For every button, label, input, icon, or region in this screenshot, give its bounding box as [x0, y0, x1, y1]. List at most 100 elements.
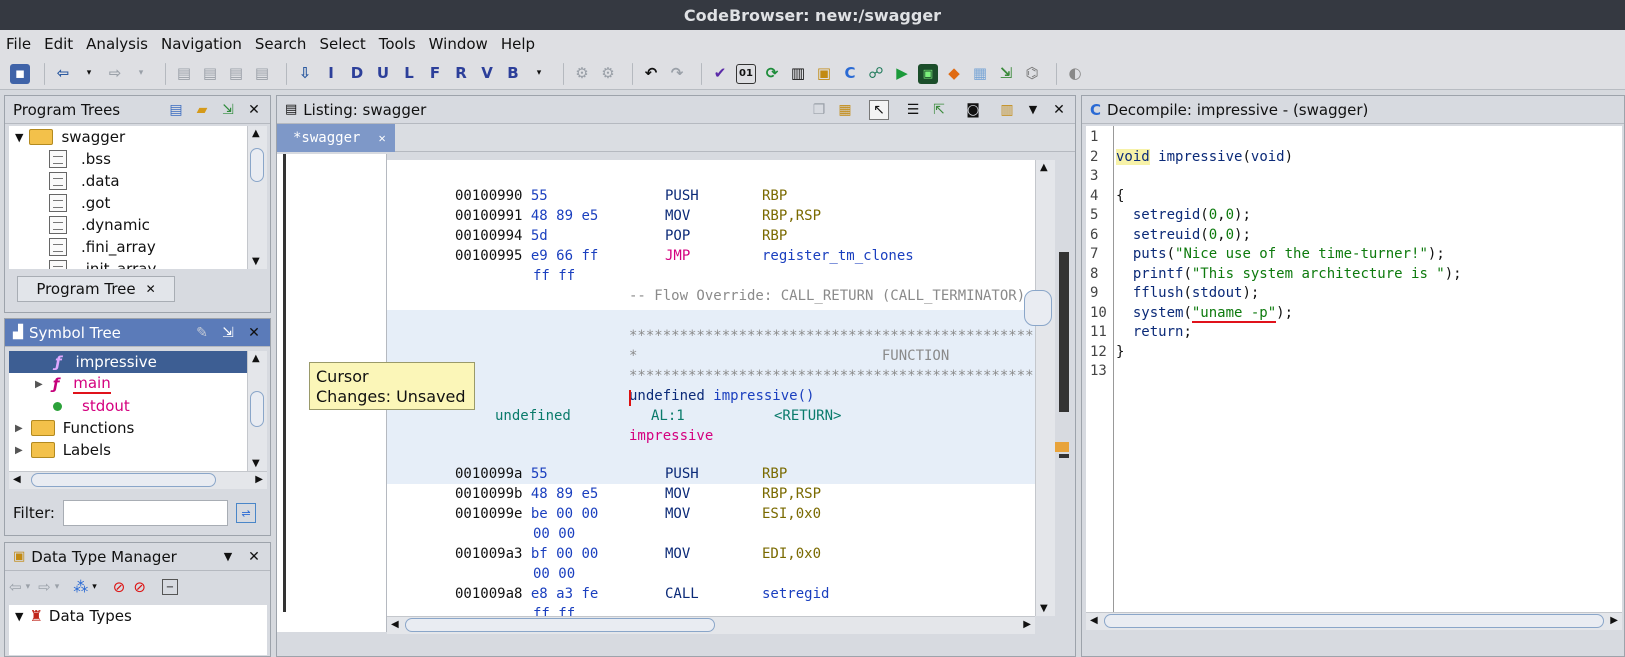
redo-icon[interactable]: ↷	[670, 64, 684, 82]
scroll-thumb[interactable]	[31, 473, 216, 487]
copy-icon[interactable]: ❐	[812, 101, 826, 118]
tree-root[interactable]: ▼ swagger	[9, 126, 247, 148]
nav-label-letter-icon[interactable]: L	[404, 64, 414, 82]
filter-input[interactable]	[62, 500, 228, 526]
expand-arrow-icon[interactable]: ▶	[15, 422, 23, 434]
tree-item-data[interactable]: .data	[9, 170, 247, 192]
open-tree-icon[interactable]: ▰	[196, 101, 208, 118]
scroll-right-icon[interactable]: ▶	[255, 474, 263, 485]
chat-icon[interactable]: ◐	[1068, 64, 1082, 82]
nav-prev-icon[interactable]: ▤	[176, 64, 192, 82]
save-icon[interactable]: ▪	[10, 63, 30, 84]
layout-icon[interactable]: ▥	[1000, 101, 1014, 118]
close-icon[interactable]: ✕	[248, 548, 260, 565]
nav-nonfunc-icon[interactable]: R	[455, 64, 467, 82]
undo-icon[interactable]: ↶	[644, 64, 658, 82]
nav-data-icon[interactable]: D	[350, 64, 364, 82]
tree-item-dynamic[interactable]: .dynamic	[9, 214, 247, 236]
back-icon[interactable]: ⇦	[9, 578, 22, 596]
listing-row[interactable]: 00100990 55	[455, 188, 548, 204]
data-types-root[interactable]: ▼ ♜ Data Types	[9, 605, 267, 627]
menu-analysis[interactable]: Analysis	[86, 35, 148, 53]
function-label[interactable]: impressive	[629, 428, 714, 444]
tree-item-init-array[interactable]: .init_array	[9, 258, 247, 269]
decompile-line[interactable]: 4{	[1090, 187, 1125, 204]
decompile-line[interactable]: 13	[1090, 363, 1107, 379]
scroll-left-icon[interactable]: ◀	[391, 619, 399, 630]
export-icon[interactable]: ⇲	[999, 64, 1013, 82]
listing-operand[interactable]: register_tm_clones	[762, 248, 914, 264]
cursor-select-icon[interactable]: ↖	[869, 99, 889, 120]
menu-file[interactable]: File	[6, 35, 32, 53]
nav-instruction-icon[interactable]: I	[328, 64, 334, 82]
tree-item-bss[interactable]: .bss	[9, 148, 247, 170]
program-tree-scrollbar[interactable]: ▲ ▼	[247, 126, 267, 269]
archive-icon[interactable]: ⁂	[73, 578, 89, 596]
close-icon[interactable]: ✕	[248, 101, 260, 118]
expand-arrow-icon[interactable]: ▼	[15, 130, 24, 144]
transform2-icon[interactable]: ⚙	[601, 64, 615, 82]
tree-item-fini-array[interactable]: .fini_array	[9, 236, 247, 258]
tree-item-got[interactable]: .got	[9, 192, 247, 214]
nav-label-icon[interactable]: ▤	[254, 64, 270, 82]
listing-tab[interactable]: *swagger ✕	[277, 124, 395, 152]
expand-arrow-icon[interactable]: ▶	[15, 444, 23, 456]
listing-scrollbar[interactable]: ▲ ▼	[1024, 160, 1055, 616]
collapse-icon[interactable]: −	[161, 579, 178, 595]
decompile-hscrollbar[interactable]: ◀ ▶	[1086, 612, 1622, 630]
nav-func-icon[interactable]: ▤	[228, 64, 244, 82]
filter-disable2-icon[interactable]: ⊘	[133, 578, 146, 596]
function-signature[interactable]: undefined impressive()	[629, 388, 815, 404]
close-icon[interactable]: ✕	[1053, 101, 1065, 118]
nav-bookmark-icon[interactable]: B	[507, 64, 519, 82]
scroll-thumb[interactable]	[1104, 614, 1604, 628]
diamond-icon[interactable]: ◆	[948, 64, 960, 82]
export-tree-icon[interactable]: ⇲	[222, 101, 234, 118]
forward-dropdown-icon[interactable]: ▾	[54, 582, 60, 592]
listing-row[interactable]: 00100991 48 89 e5	[455, 208, 599, 224]
decompile-line[interactable]: 12}	[1090, 343, 1125, 360]
menu-edit[interactable]: Edit	[44, 35, 74, 53]
back-icon[interactable]: ⇦	[56, 64, 70, 82]
program-tree-tab[interactable]: Program Tree ✕	[17, 276, 175, 302]
scroll-thumb[interactable]	[1024, 290, 1052, 326]
diff-icon[interactable]: ⇱	[933, 101, 945, 118]
scroll-up-icon[interactable]: ▲	[1040, 162, 1048, 173]
scroll-up-icon[interactable]: ▲	[252, 353, 260, 364]
listing-row[interactable]: 0010099a 55	[455, 466, 548, 482]
listing-row[interactable]: 001009a3 bf 00 00	[455, 546, 599, 562]
listing-row[interactable]: 00100995 e9 66 ff	[455, 248, 599, 264]
decompile-line[interactable]: 8 printf("This system architecture is ")…	[1090, 265, 1462, 282]
snapshot-icon[interactable]: ◙	[966, 101, 980, 118]
back-dropdown-icon[interactable]: ▾	[25, 582, 31, 592]
nav-dropdown-icon[interactable]: ▾	[536, 68, 542, 78]
nav-next-icon[interactable]: ▤	[202, 64, 218, 82]
forward-icon[interactable]: ⇨	[108, 64, 122, 82]
listing-row[interactable]: 0010099e be 00 00	[455, 506, 599, 522]
folder-tool-icon[interactable]: ▣	[816, 64, 832, 82]
nav-function-icon[interactable]: F	[429, 64, 441, 82]
scroll-thumb[interactable]	[405, 618, 715, 632]
symbol-tree-scrollbar[interactable]: ▲ ▼	[247, 351, 267, 471]
listing-hscrollbar[interactable]: ◀ ▶	[387, 616, 1035, 634]
decompile-tool-icon[interactable]: C	[844, 64, 856, 82]
menu-dropdown-icon[interactable]: ▼	[1028, 103, 1038, 116]
forward-dropdown-icon[interactable]: ▾	[138, 68, 144, 78]
edit-symbol-icon[interactable]: ✎	[196, 324, 208, 341]
scroll-thumb[interactable]	[250, 148, 264, 182]
nav-diff-icon[interactable]: V	[481, 64, 493, 82]
memory-icon[interactable]: ▥	[790, 64, 806, 82]
menu-window[interactable]: Window	[428, 35, 488, 53]
scroll-down-icon[interactable]: ▼	[252, 256, 260, 267]
decompile-line[interactable]: 1	[1090, 129, 1099, 145]
decompile-line[interactable]: 11 return;	[1090, 324, 1192, 340]
symbol-tree-hscrollbar[interactable]: ◀ ▶	[9, 471, 267, 489]
decompile-line[interactable]: 5 setregid(0,0);	[1090, 207, 1251, 223]
menu-search[interactable]: Search	[254, 35, 307, 53]
edit-fields-icon[interactable]: ☰	[906, 101, 920, 118]
export-symbol-icon[interactable]: ⇲	[222, 324, 234, 341]
down-arrow-icon[interactable]: ⇩	[298, 64, 312, 82]
expand-arrow-icon[interactable]: ▶	[35, 378, 43, 390]
check-icon[interactable]: ✔	[713, 64, 727, 82]
graph-icon[interactable]: ☍	[868, 64, 884, 82]
